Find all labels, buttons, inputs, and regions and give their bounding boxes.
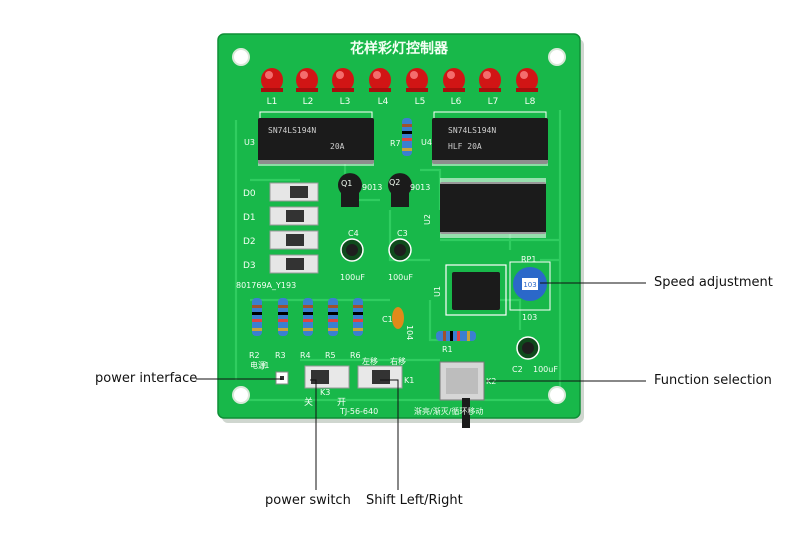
callout-power-switch: power switch — [265, 493, 351, 508]
led-label: L1 — [267, 97, 278, 107]
svg-text:R1: R1 — [442, 345, 453, 354]
svg-text:9013: 9013 — [410, 183, 430, 192]
led-label: L8 — [525, 97, 536, 107]
resistor-r1: R1 — [436, 331, 476, 354]
resistor-r7: R7 — [390, 118, 412, 156]
shift-switch-k1: K1 左移 右移 — [357, 356, 414, 389]
svg-text:开: 开 — [337, 397, 346, 408]
dip-switch-bank: D0 D1 D2 D3 — [243, 182, 319, 274]
svg-text:9013: 9013 — [362, 183, 382, 192]
svg-text:U3: U3 — [244, 138, 255, 147]
callout-lines — [196, 282, 646, 490]
resistor-label: R3 — [275, 351, 286, 360]
svg-text:K1: K1 — [404, 376, 414, 385]
svg-text:D0: D0 — [243, 189, 256, 199]
led-1 — [261, 68, 283, 92]
svg-text:RP1: RP1 — [521, 255, 536, 264]
svg-text:右移: 右移 — [390, 356, 406, 366]
capacitor-c4: C4 100uF — [340, 229, 365, 282]
resistor-label: R4 — [300, 351, 311, 360]
callout-function: Function selection — [654, 373, 772, 388]
led-8 — [516, 68, 538, 92]
led-label: L3 — [340, 97, 351, 107]
mount-hole-tr — [548, 48, 566, 66]
led-label: L6 — [451, 97, 462, 107]
svg-text:SN74LS194N: SN74LS194N — [268, 126, 316, 135]
svg-text:关: 关 — [304, 396, 313, 408]
svg-text:C3: C3 — [397, 229, 408, 238]
svg-text:R7: R7 — [390, 139, 401, 148]
function-switch-k2: K2 — [439, 361, 496, 428]
svg-text:103: 103 — [522, 313, 537, 322]
power-jack-j1: 电源 J1 — [250, 360, 289, 385]
led-label: L7 — [488, 97, 499, 107]
resistor-label: R5 — [325, 351, 336, 360]
svg-text:电源: 电源 — [250, 360, 266, 370]
svg-text:104: 104 — [405, 325, 414, 340]
svg-text:100uF: 100uF — [340, 273, 365, 282]
ic-u4: SN74LS194N HLF 20A U4 — [421, 111, 548, 166]
transistor-q2: Q2 9013 — [388, 173, 430, 207]
capacitor-c2: C2 100uF — [512, 336, 558, 374]
callout-power-interface: power interface — [95, 371, 198, 386]
svg-text:U4: U4 — [421, 138, 432, 147]
potentiometer-rp1: RP1 103 103 — [509, 255, 551, 322]
svg-text:20A: 20A — [330, 142, 345, 151]
svg-text:D3: D3 — [243, 261, 256, 271]
led-5 — [406, 68, 428, 92]
led-7 — [479, 68, 501, 92]
mount-hole-br — [548, 386, 566, 404]
svg-text:HLF 20A: HLF 20A — [448, 142, 482, 151]
svg-text:C4: C4 — [348, 229, 359, 238]
led-4 — [369, 68, 391, 92]
board-model: TJ-56-640 — [339, 407, 378, 416]
ic-u2: U2 — [423, 178, 546, 238]
resistor-label: R6 — [350, 351, 361, 360]
svg-text:Q2: Q2 — [389, 178, 400, 187]
svg-text:100uF: 100uF — [533, 365, 558, 374]
svg-text:SN74LS194N: SN74LS194N — [448, 126, 496, 135]
svg-text:C1: C1 — [382, 315, 393, 324]
resistor-label: R2 — [249, 351, 260, 360]
svg-text:J1: J1 — [261, 361, 269, 370]
batch-code: 801769A_Y193 — [236, 281, 296, 290]
svg-text:K3: K3 — [320, 388, 330, 397]
led-label: L4 — [378, 97, 389, 107]
callout-shift: Shift Left/Right — [366, 493, 463, 508]
transistor-q1: Q1 9013 — [337, 173, 382, 207]
board-title: 花样彩灯控制器 — [350, 40, 449, 57]
svg-text:103: 103 — [523, 281, 536, 289]
resistor-bank — [252, 298, 363, 336]
ic-u1: U1 — [433, 264, 507, 316]
led-2 — [296, 68, 318, 92]
led-row — [261, 68, 538, 92]
led-label: L2 — [303, 97, 314, 107]
svg-text:Q1: Q1 — [341, 179, 352, 188]
capacitor-c3: C3 100uF — [388, 229, 413, 282]
ic-u3: SN74LS194N 20A U3 — [244, 111, 374, 166]
led-6 — [443, 68, 465, 92]
svg-text:U1: U1 — [433, 286, 442, 297]
board-mode-text: 渐亮/渐灭/循环移动 — [414, 406, 483, 416]
svg-text:D1: D1 — [243, 213, 256, 223]
led-3 — [332, 68, 354, 92]
mount-hole-bl — [232, 386, 250, 404]
svg-text:C2: C2 — [512, 365, 523, 374]
mount-hole-tl — [232, 48, 250, 66]
svg-text:U2: U2 — [423, 214, 432, 225]
led-label: L5 — [415, 97, 426, 107]
capacitor-c1: C1 104 — [382, 307, 414, 340]
callout-speed: Speed adjustment — [654, 275, 773, 290]
svg-text:100uF: 100uF — [388, 273, 413, 282]
svg-text:D2: D2 — [243, 237, 256, 247]
svg-text:左移: 左移 — [362, 356, 378, 366]
